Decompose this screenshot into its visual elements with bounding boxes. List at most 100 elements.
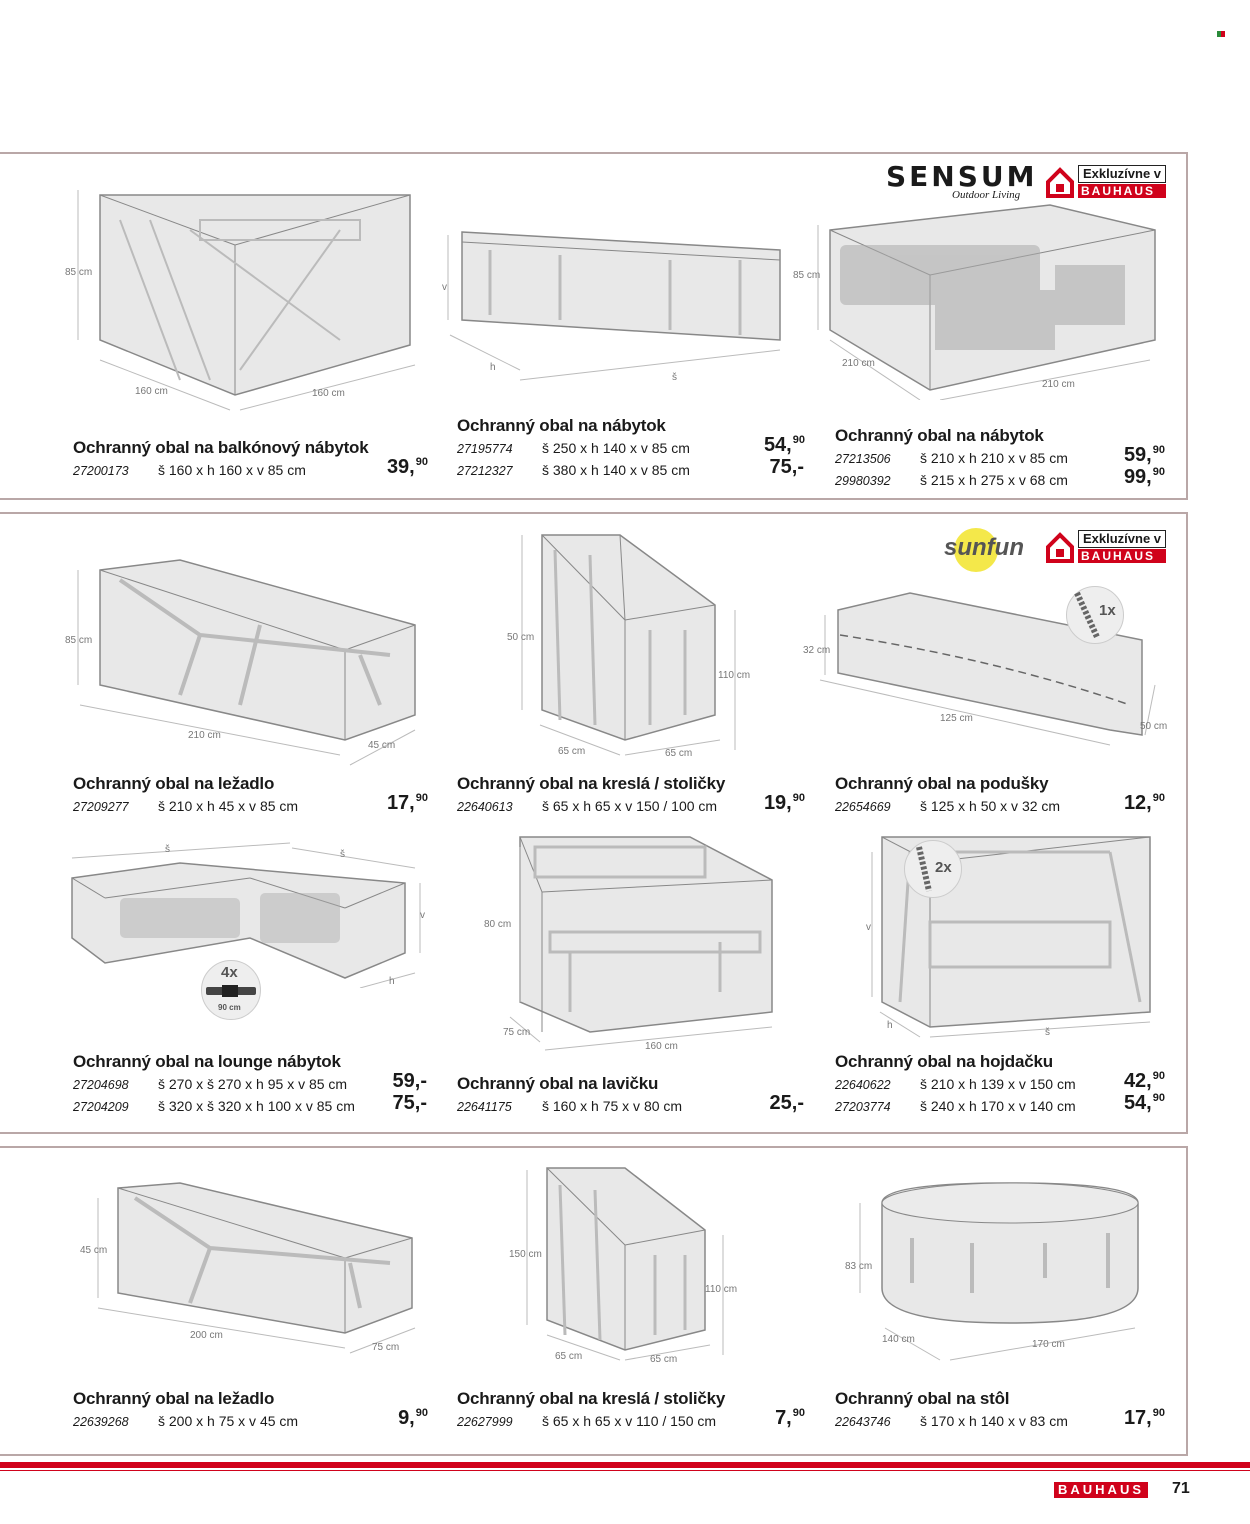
product-dims: š 210 x h 45 x v 85 cm xyxy=(158,798,299,814)
dim-label: v xyxy=(442,282,447,293)
product-title: Ochranný obal na nábytok xyxy=(835,426,1044,445)
bench-cover-illustration: 80 cm 75 cm 160 cm xyxy=(480,832,780,1057)
product-title: Ochranný obal na stôl xyxy=(835,1389,1010,1408)
dim-label: š xyxy=(672,372,677,383)
product-price: 9,90 xyxy=(398,1407,428,1429)
product-code: 22654669 xyxy=(835,800,891,814)
chair-stack-cover-illustration: 150 cm 110 cm 65 cm 65 cm xyxy=(505,1160,765,1365)
dim-label: 210 cm xyxy=(842,358,875,369)
dim-label: 85 cm xyxy=(793,270,820,281)
product-code: 27213506 xyxy=(835,452,891,466)
dim-label: 75 cm xyxy=(503,1027,530,1038)
zipper-badge: 2x xyxy=(904,840,962,898)
zipper-badge: 1x xyxy=(1066,586,1124,644)
house-icon xyxy=(1046,531,1074,563)
dim-label: 170 cm xyxy=(1032,1339,1065,1350)
lounger-cover-illustration: 45 cm 200 cm 75 cm xyxy=(60,1178,430,1358)
product-title: Ochranný obal na kreslá / stoličky xyxy=(457,1389,726,1408)
dim-label: 160 cm xyxy=(645,1041,678,1052)
strap-icon xyxy=(206,985,256,997)
dim-label: 150 cm xyxy=(509,1249,542,1260)
product-price: 17,90 xyxy=(1123,1407,1165,1429)
product-price: 19,90 xyxy=(763,792,805,814)
product-dims: š 250 x h 140 x v 85 cm xyxy=(542,440,690,456)
product-code: 22640613 xyxy=(457,800,513,814)
dim-label: 200 cm xyxy=(190,1330,223,1341)
zipper-icon xyxy=(1074,591,1100,639)
product-code: 22627999 xyxy=(457,1415,513,1429)
product-price: 17,90 xyxy=(386,792,428,814)
dim-label: š xyxy=(340,849,345,860)
round-table-cover-illustration: 83 cm 140 cm 170 cm xyxy=(840,1178,1160,1368)
sensum-logo: SENSUM Outdoor Living xyxy=(886,160,1038,201)
sunfun-logo: sunfun xyxy=(942,528,1024,579)
dim-label: v xyxy=(866,922,871,933)
flag-icon xyxy=(1217,31,1225,37)
product-price: 39,90 xyxy=(386,456,428,478)
product-dims: š 320 x š 320 x h 100 x v 85 cm xyxy=(158,1098,355,1114)
table-cover-illustration: v h š xyxy=(440,220,790,390)
sun-icon xyxy=(954,528,998,572)
product-code: 27204698 xyxy=(73,1078,129,1092)
dim-label: 50 cm xyxy=(1140,721,1167,732)
product-dims: š 65 x h 65 x v 110 / 150 cm xyxy=(542,1413,717,1429)
product-code: 27195774 xyxy=(457,442,513,456)
zipper-icon xyxy=(916,846,932,892)
dim-label: 50 cm xyxy=(507,632,534,643)
dim-label: 65 cm xyxy=(558,746,585,757)
dim-label: 210 cm xyxy=(188,730,221,741)
footer-line xyxy=(0,1470,1250,1471)
dim-label: 45 cm xyxy=(80,1245,107,1256)
dim-label: 125 cm xyxy=(940,713,973,724)
product-code: 27200173 xyxy=(73,464,129,478)
product-title: Ochranný obal na nábytok xyxy=(457,416,666,435)
cushion-cover-illustration: 32 cm 125 cm 50 cm xyxy=(800,585,1180,750)
dim-label: 110 cm xyxy=(718,670,750,681)
dim-label: 65 cm xyxy=(665,748,692,759)
product-dims: š 160 x h 75 x v 80 cm xyxy=(542,1098,683,1114)
dim-label: 110 cm xyxy=(705,1284,737,1295)
lounge-corner-illustration: š š v h xyxy=(60,838,440,988)
exclusive-badge: Exkluzívne v BAUHAUS xyxy=(1046,165,1167,198)
product-price: 42,90 xyxy=(1123,1070,1165,1092)
product-dims: š 210 x h 210 x v 85 cm xyxy=(920,450,1068,466)
dim-label: h xyxy=(887,1020,893,1031)
product-code: 27209277 xyxy=(73,800,129,814)
product-code: 22641175 xyxy=(457,1100,512,1114)
product-price: 7,90 xyxy=(775,1407,805,1429)
dim-label: 45 cm xyxy=(368,740,395,751)
footer-bar xyxy=(0,1462,1250,1468)
product-code: 29980392 xyxy=(835,474,891,488)
lounger-cover-illustration: 85 cm 210 cm 45 cm xyxy=(60,555,430,770)
product-dims: š 65 x h 65 x v 150 / 100 cm xyxy=(542,798,718,814)
product-price: 54,90 xyxy=(763,434,805,456)
dim-label: 80 cm xyxy=(484,919,511,930)
product-price: 59,- xyxy=(392,1070,427,1092)
product-code: 22643746 xyxy=(835,1415,891,1429)
dim-label: v xyxy=(420,910,425,921)
lounge-set-illustration: 85 cm 210 cm 210 cm xyxy=(790,200,1170,400)
product-title: Ochranný obal na kreslá / stoličky xyxy=(457,774,726,793)
product-price: 59,90 xyxy=(1123,444,1165,466)
product-dims: š 210 x h 139 x v 150 cm xyxy=(920,1076,1076,1092)
dim-label: 210 cm xyxy=(1042,379,1075,390)
product-price: 54,90 xyxy=(1123,1092,1165,1114)
product-title: Ochranný obal na ležadlo xyxy=(73,1389,275,1408)
product-price: 99,90 xyxy=(1123,466,1165,488)
product-dims: š 240 x h 170 x v 140 cm xyxy=(920,1098,1076,1114)
product-code: 22639268 xyxy=(73,1415,129,1429)
product-title: Ochranný obal na hojdačku xyxy=(835,1052,1053,1071)
dim-label: 75 cm xyxy=(372,1342,399,1353)
chair-stack-cover-illustration: 50 cm 110 cm 65 cm 65 cm xyxy=(500,530,770,760)
product-title: Ochranný obal na balkónový nábytok xyxy=(73,438,369,457)
page-number: 71 xyxy=(1172,1480,1190,1497)
dim-label: 140 cm xyxy=(882,1334,915,1345)
product-dims: š 215 x h 275 x v 68 cm xyxy=(920,472,1068,488)
product-title: Ochranný obal na podušky xyxy=(835,774,1049,793)
product-code: 22640622 xyxy=(835,1078,891,1092)
dim-label: 160 cm xyxy=(312,388,345,399)
product-price: 75,- xyxy=(392,1092,427,1114)
product-dims: š 125 x h 50 x v 32 cm xyxy=(920,798,1061,814)
product-title: Ochranný obal na lounge nábytok xyxy=(73,1052,341,1071)
product-code: 27203774 xyxy=(835,1100,891,1114)
